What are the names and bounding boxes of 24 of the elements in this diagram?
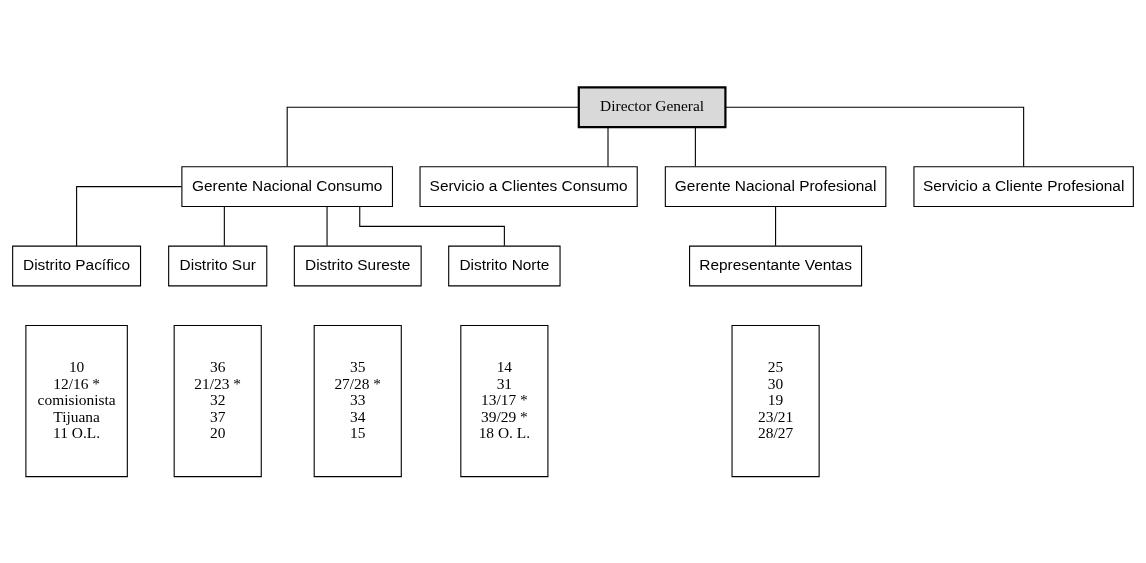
node-box: Gerente Nacional Profesional xyxy=(664,165,887,207)
node-box: 10 12/16 * comisionista Tijuana 11 O.L. xyxy=(25,324,128,477)
node-box: Distrito Pacífico xyxy=(12,245,142,286)
node-box: 25 30 19 23/21 28/27 xyxy=(731,324,820,477)
connector xyxy=(359,205,505,246)
connector xyxy=(724,106,1025,167)
node-box: Distrito Sureste xyxy=(293,245,422,286)
node-box: Gerente Nacional Consumo xyxy=(181,165,394,207)
node-box: 14 31 13/17 * 39/29 * 18 O. L. xyxy=(460,324,549,477)
node-box: Distrito Norte xyxy=(448,245,561,286)
connector xyxy=(76,185,183,247)
connector xyxy=(775,205,777,246)
connector xyxy=(326,205,328,246)
connector xyxy=(286,106,580,167)
connector xyxy=(694,126,696,167)
node-box: 35 27/28 * 33 34 15 xyxy=(313,324,402,477)
node-box: Servicio a Cliente Profesional xyxy=(913,165,1134,207)
connector xyxy=(223,205,225,246)
node-box: Representante Ventas xyxy=(689,245,863,286)
node-box: 36 21/23 * 32 37 20 xyxy=(173,324,262,477)
node-box: Servicio a Clientes Consumo xyxy=(419,165,638,207)
node-box: Director General xyxy=(577,85,727,128)
connector xyxy=(607,126,609,167)
node-box: Distrito Sur xyxy=(168,245,268,286)
